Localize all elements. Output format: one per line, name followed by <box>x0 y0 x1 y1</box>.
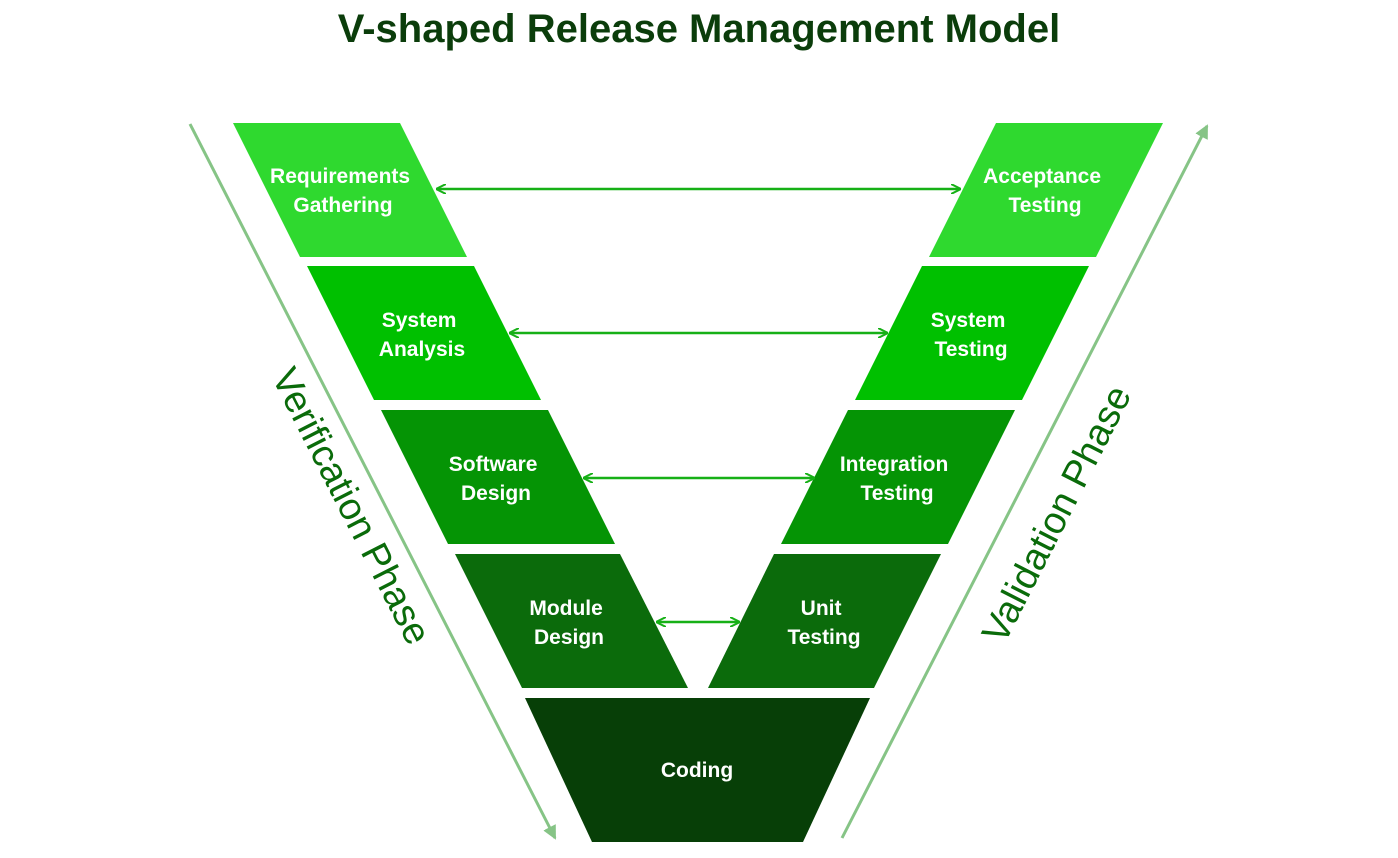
software-design-block <box>381 410 615 544</box>
label-line: System <box>382 309 457 332</box>
requirements-gathering-block <box>233 123 467 257</box>
label-line: System <box>931 309 1006 332</box>
label-line: Gathering <box>293 194 392 217</box>
integration-testing-block <box>781 410 1015 544</box>
label-line: Requirements <box>270 165 410 188</box>
label-line: Acceptance <box>983 165 1101 188</box>
integration-testing-label: Integration Testing <box>840 453 954 505</box>
coding-block <box>525 698 870 842</box>
module-design-block <box>455 554 688 688</box>
label-line: Software <box>449 453 538 476</box>
label-line: Design <box>534 626 604 649</box>
label-line: Testing <box>787 626 860 649</box>
label-line: Design <box>461 482 531 505</box>
module-design-label: Module Design <box>529 597 608 649</box>
system-analysis-block <box>307 266 541 400</box>
verification-phase-label: Verification Phase <box>263 362 439 652</box>
diagram-title: V-shaped Release Management Model <box>338 7 1060 51</box>
unit-testing-label: Unit Testing <box>787 597 860 649</box>
label-line: Testing <box>1008 194 1081 217</box>
requirements-gathering-label: Requirements Gathering <box>270 165 416 217</box>
label-line: Analysis <box>379 338 465 361</box>
label-line: Integration <box>840 453 949 476</box>
system-testing-block <box>855 266 1089 400</box>
verification-direction-arrow <box>188 123 557 840</box>
software-design-label: Software Design <box>449 453 544 505</box>
system-analysis-label: System Analysis <box>379 309 465 361</box>
label-line: Unit <box>801 597 842 620</box>
coding-label: Coding <box>661 759 733 782</box>
system-testing-label: System Testing <box>931 309 1012 361</box>
label-line: Testing <box>934 338 1007 361</box>
label-line: Testing <box>860 482 933 505</box>
acceptance-testing-label: Acceptance Testing <box>983 165 1107 217</box>
unit-testing-block <box>708 554 941 688</box>
validation-direction-arrow <box>840 124 1209 839</box>
acceptance-testing-block <box>929 123 1163 257</box>
label-line: Module <box>529 597 603 620</box>
